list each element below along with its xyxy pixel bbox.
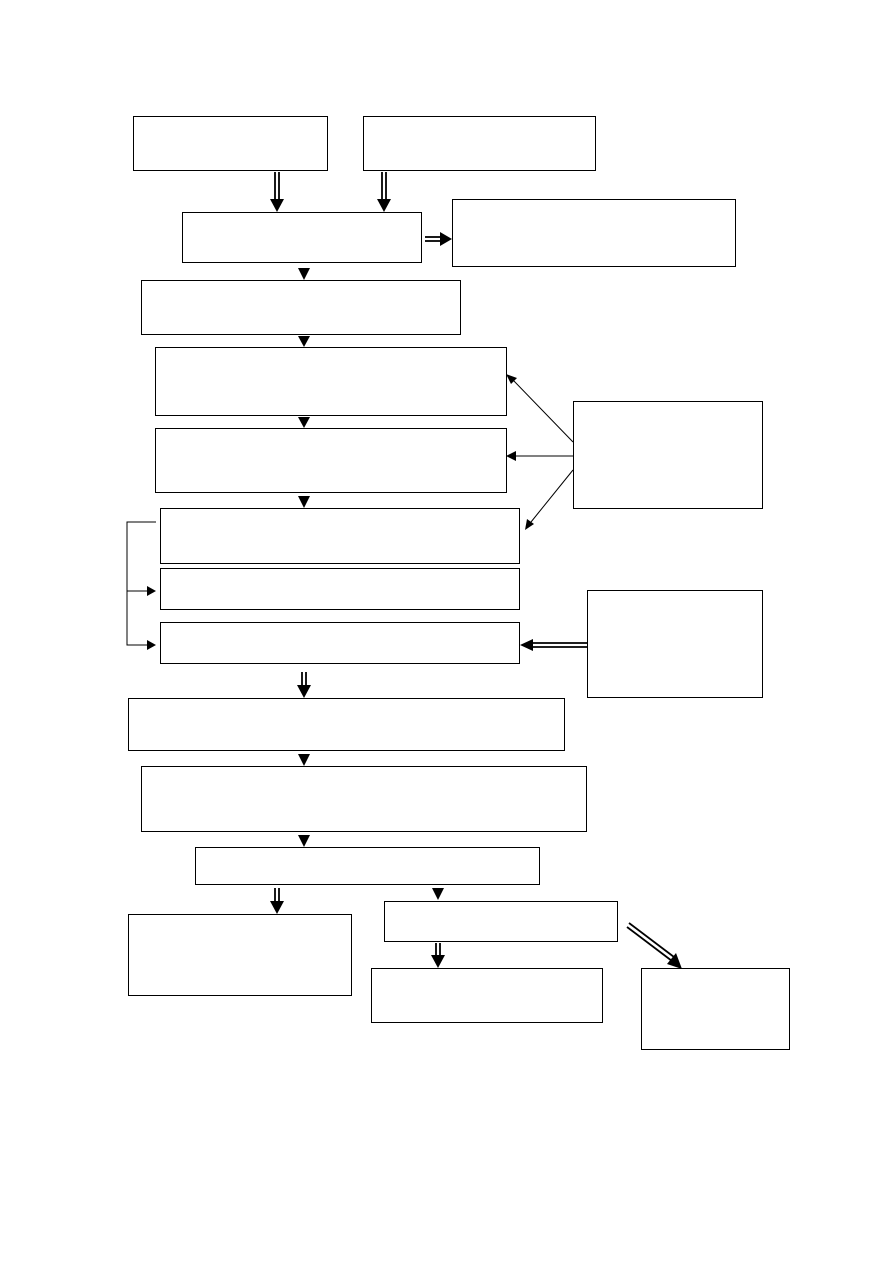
arrow-step-5c-to-step-6 (297, 672, 311, 698)
arrow-step-3-to-step-4 (298, 417, 310, 428)
notes-right-1-box (573, 401, 763, 509)
arrow-step-8-to-branch-middle (432, 888, 444, 900)
outcome-middle-box (371, 968, 603, 1023)
step-7-box (141, 766, 587, 832)
input-right-box (363, 116, 596, 171)
arrow-branch-to-outcome-right (626, 922, 682, 969)
step-4-box (155, 428, 507, 493)
merge-box (182, 212, 422, 263)
arrow-step-4-to-step-5a (298, 496, 310, 508)
step-5c-box (160, 622, 520, 664)
step-2-box (141, 280, 461, 335)
step-5a-box (160, 508, 520, 564)
arrow-step-8-to-outcome-left (270, 888, 284, 914)
branch-middle-box (384, 901, 618, 942)
arrow-step-6-to-step-7 (298, 754, 310, 766)
arrow-step-2-to-step-3 (298, 336, 310, 347)
arrow-notes1-to-step-4 (506, 451, 573, 461)
step-6-box (128, 698, 565, 751)
arrow-notes1-to-step-5a (525, 469, 574, 530)
step-3-box (155, 347, 507, 416)
step-8-box (195, 847, 540, 885)
bracket-step-5a-to-5b-5c (126, 521, 156, 650)
arrow-merge-to-step-2 (298, 268, 310, 280)
arrow-merge-to-side-output (425, 232, 452, 246)
step-5b-box (160, 568, 520, 610)
outcome-left-box (128, 914, 352, 996)
outcome-right-box (641, 968, 790, 1050)
arrow-branch-to-outcome-middle (431, 943, 445, 968)
notes-right-2-box (587, 590, 763, 698)
arrow-input-right-to-merge (377, 172, 391, 212)
arrow-notes2-to-step-5c (520, 639, 587, 651)
arrow-input-left-to-merge (270, 172, 284, 212)
arrow-notes1-to-step-3 (506, 374, 574, 443)
side-output-top-box (452, 199, 736, 267)
arrow-step-7-to-step-8 (298, 835, 310, 847)
input-left-box (133, 116, 328, 171)
